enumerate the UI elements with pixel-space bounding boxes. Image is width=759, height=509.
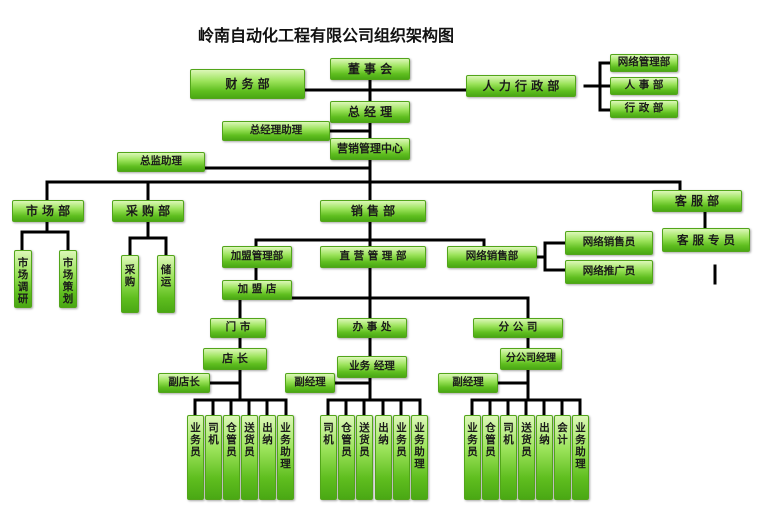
node-market-research: 市场调研: [14, 250, 32, 308]
node-store-manager: 店 长: [203, 348, 267, 370]
node-online-salesperson: 网络销售员: [565, 231, 653, 255]
staff-business-assistant: 业务助理: [277, 415, 294, 500]
node-market-dept: 市 场 部: [12, 200, 84, 222]
staff-driver: 司机: [500, 415, 517, 500]
staff-business-assistant: 业务助理: [572, 415, 589, 500]
node-online-promoter: 网络推广员: [565, 260, 653, 284]
staff-cashier: 出纳: [536, 415, 553, 500]
staff-warehouse-keeper: 仓管员: [338, 415, 355, 500]
staff-warehouse-keeper: 仓管员: [482, 415, 499, 500]
node-franchise-mgmt: 加盟管理部: [222, 246, 292, 268]
staff-sales-rep: 业务员: [187, 415, 204, 500]
node-branch-manager: 分公司经理: [500, 348, 562, 370]
node-purchasing: 采 购: [121, 255, 139, 313]
node-service-dept: 客 服 部: [652, 190, 742, 212]
node-general-manager: 总 经 理: [330, 101, 410, 123]
node-franchise-store: 加 盟 店: [222, 280, 292, 300]
node-online-sales-dept: 网络销售部: [447, 246, 537, 268]
node-director-assistant: 总监助理: [117, 152, 205, 172]
staff-business-assistant: 业务助理: [411, 415, 428, 500]
node-direct-mgmt: 直 营 管 理 部: [320, 246, 426, 268]
node-finance: 财 务 部: [190, 69, 305, 99]
node-service-staff: 客 服 专 员: [662, 228, 750, 252]
staff-delivery: 送货员: [356, 415, 373, 500]
node-gm-assistant: 总经理助理: [222, 121, 330, 141]
node-market-planning: 市场策划: [59, 250, 77, 308]
node-deputy-manager-2: 副经理: [438, 373, 498, 393]
node-store-front: 门 市: [210, 318, 266, 338]
node-board: 董 事 会: [330, 58, 410, 80]
node-hr-admin: 人 力 行 政 部: [466, 75, 576, 97]
staff-cashier: 出纳: [259, 415, 276, 500]
staff-driver: 司机: [320, 415, 337, 500]
node-business-manager: 业务 经理: [337, 356, 407, 378]
staff-cashier: 出纳: [375, 415, 392, 500]
staff-warehouse-keeper: 仓管员: [223, 415, 240, 500]
node-deputy-store-manager: 副店长: [158, 373, 210, 393]
node-personnel: 人 事 部: [610, 77, 678, 95]
node-storage-transport: 储 运: [157, 255, 175, 313]
staff-accountant: 会计: [554, 415, 571, 500]
node-admin: 行 政 部: [610, 100, 678, 118]
node-marketing-center: 营销管理中心: [330, 138, 410, 160]
node-branch-company: 分 公 司: [473, 318, 563, 338]
node-purchase-dept: 采 购 部: [112, 200, 184, 222]
staff-delivery: 送货员: [241, 415, 258, 500]
staff-sales-rep: 业务员: [393, 415, 410, 500]
node-office: 办 事 处: [337, 318, 407, 338]
node-deputy-manager-1: 副经理: [285, 373, 335, 393]
chart-title: 岭南自动化工程有限公司组织架构图: [198, 26, 455, 45]
staff-driver: 司机: [205, 415, 222, 500]
node-network-mgmt: 网络管理部: [610, 54, 678, 72]
staff-delivery: 送货员: [518, 415, 535, 500]
staff-sales-rep: 业务员: [464, 415, 481, 500]
node-sales-dept: 销 售 部: [320, 200, 426, 222]
